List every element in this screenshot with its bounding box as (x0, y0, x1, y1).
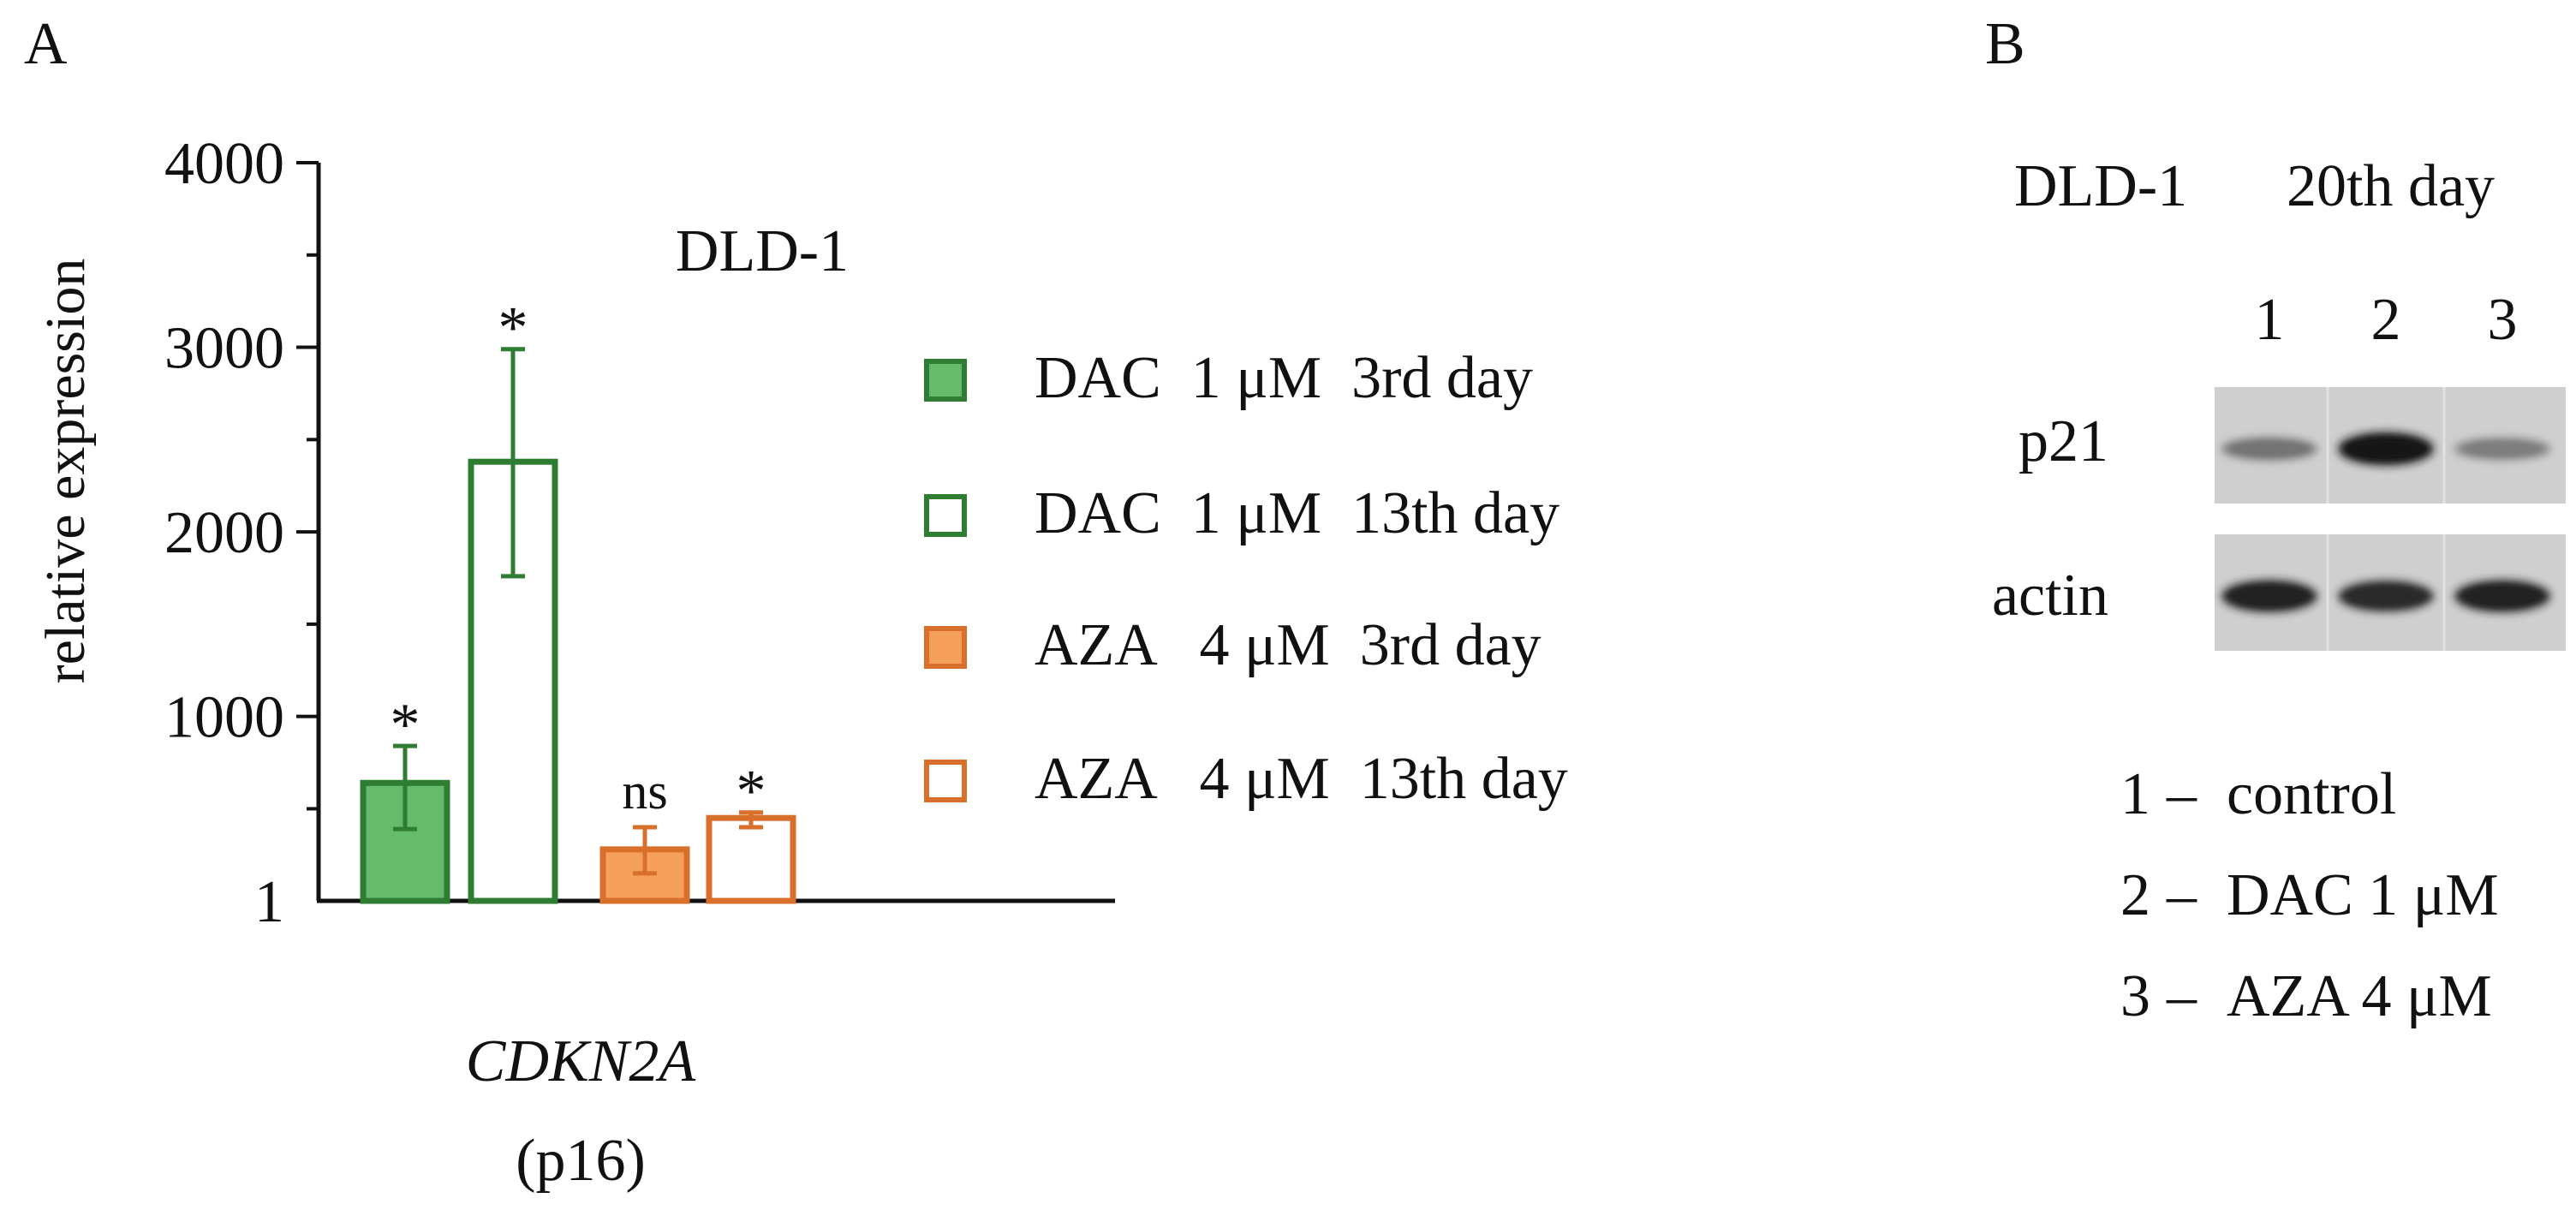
lane-number: 2 (2371, 287, 2401, 353)
blot-band-core (2232, 442, 2307, 456)
y-tick-label: 1000 (164, 685, 284, 751)
blot-time: 20th day (2287, 153, 2495, 219)
significance-label: * (736, 759, 766, 825)
western-blot: p21 actin (1992, 387, 2566, 651)
lane-numbers: 1 2 3 (2255, 287, 2518, 353)
key-number: 1 (2120, 761, 2150, 827)
blot-cell-line: DLD-1 (2014, 153, 2187, 219)
y-tick-label: 2000 (164, 500, 284, 566)
blot-row-label: p21 (2018, 408, 2108, 474)
legend-swatch (924, 760, 967, 802)
chart-title: DLD-1 (676, 218, 849, 284)
y-tick-labels: 4000 3000 2000 1000 1 (164, 131, 284, 935)
blot-band-core (2232, 586, 2307, 606)
key-number: 2 (2120, 862, 2150, 928)
blot-band-core (2348, 438, 2424, 459)
legend-swatch (924, 494, 967, 537)
blot-band-core (2465, 442, 2540, 456)
legend-swatch (924, 359, 967, 402)
y-tick-label: 3000 (164, 316, 284, 382)
key-text: DAC 1 μM (2227, 862, 2499, 928)
y-tick-label: 1 (254, 869, 284, 935)
significance-label: ns (622, 763, 667, 820)
significance-label: * (498, 295, 528, 361)
blot-band-core (2465, 586, 2540, 606)
legend-label: AZA 4 μM 13th day (1035, 746, 1568, 812)
bars: * * ns * (360, 295, 796, 904)
y-axis-label: relative expression (34, 259, 97, 684)
key-dash: – (2166, 862, 2197, 928)
legend-label: DAC 1 μM 3rd day (1035, 345, 1533, 411)
blot-row-label: actin (1992, 563, 2108, 629)
significance-label: * (391, 692, 420, 758)
key-text: control (2227, 761, 2396, 827)
lane-number: 3 (2488, 287, 2518, 353)
legend-label: AZA 4 μM 3rd day (1035, 612, 1541, 678)
key-number: 3 (2120, 963, 2150, 1029)
legend-swatch (924, 626, 967, 669)
key-text: AZA 4 μM (2227, 963, 2492, 1029)
gene-label: CDKN2A (466, 1028, 696, 1094)
gene-sublabel: (p16) (516, 1128, 646, 1194)
panel-b-label: B (1985, 11, 2025, 77)
panel-a-label: A (24, 11, 68, 77)
blot-band-core (2348, 587, 2424, 605)
lane-number: 1 (2255, 287, 2285, 353)
key-dash: – (2166, 761, 2197, 827)
legend-label: DAC 1 μM 13th day (1035, 480, 1559, 546)
bar (706, 814, 796, 904)
key-dash: – (2166, 963, 2197, 1029)
y-tick-label: 4000 (164, 131, 284, 197)
